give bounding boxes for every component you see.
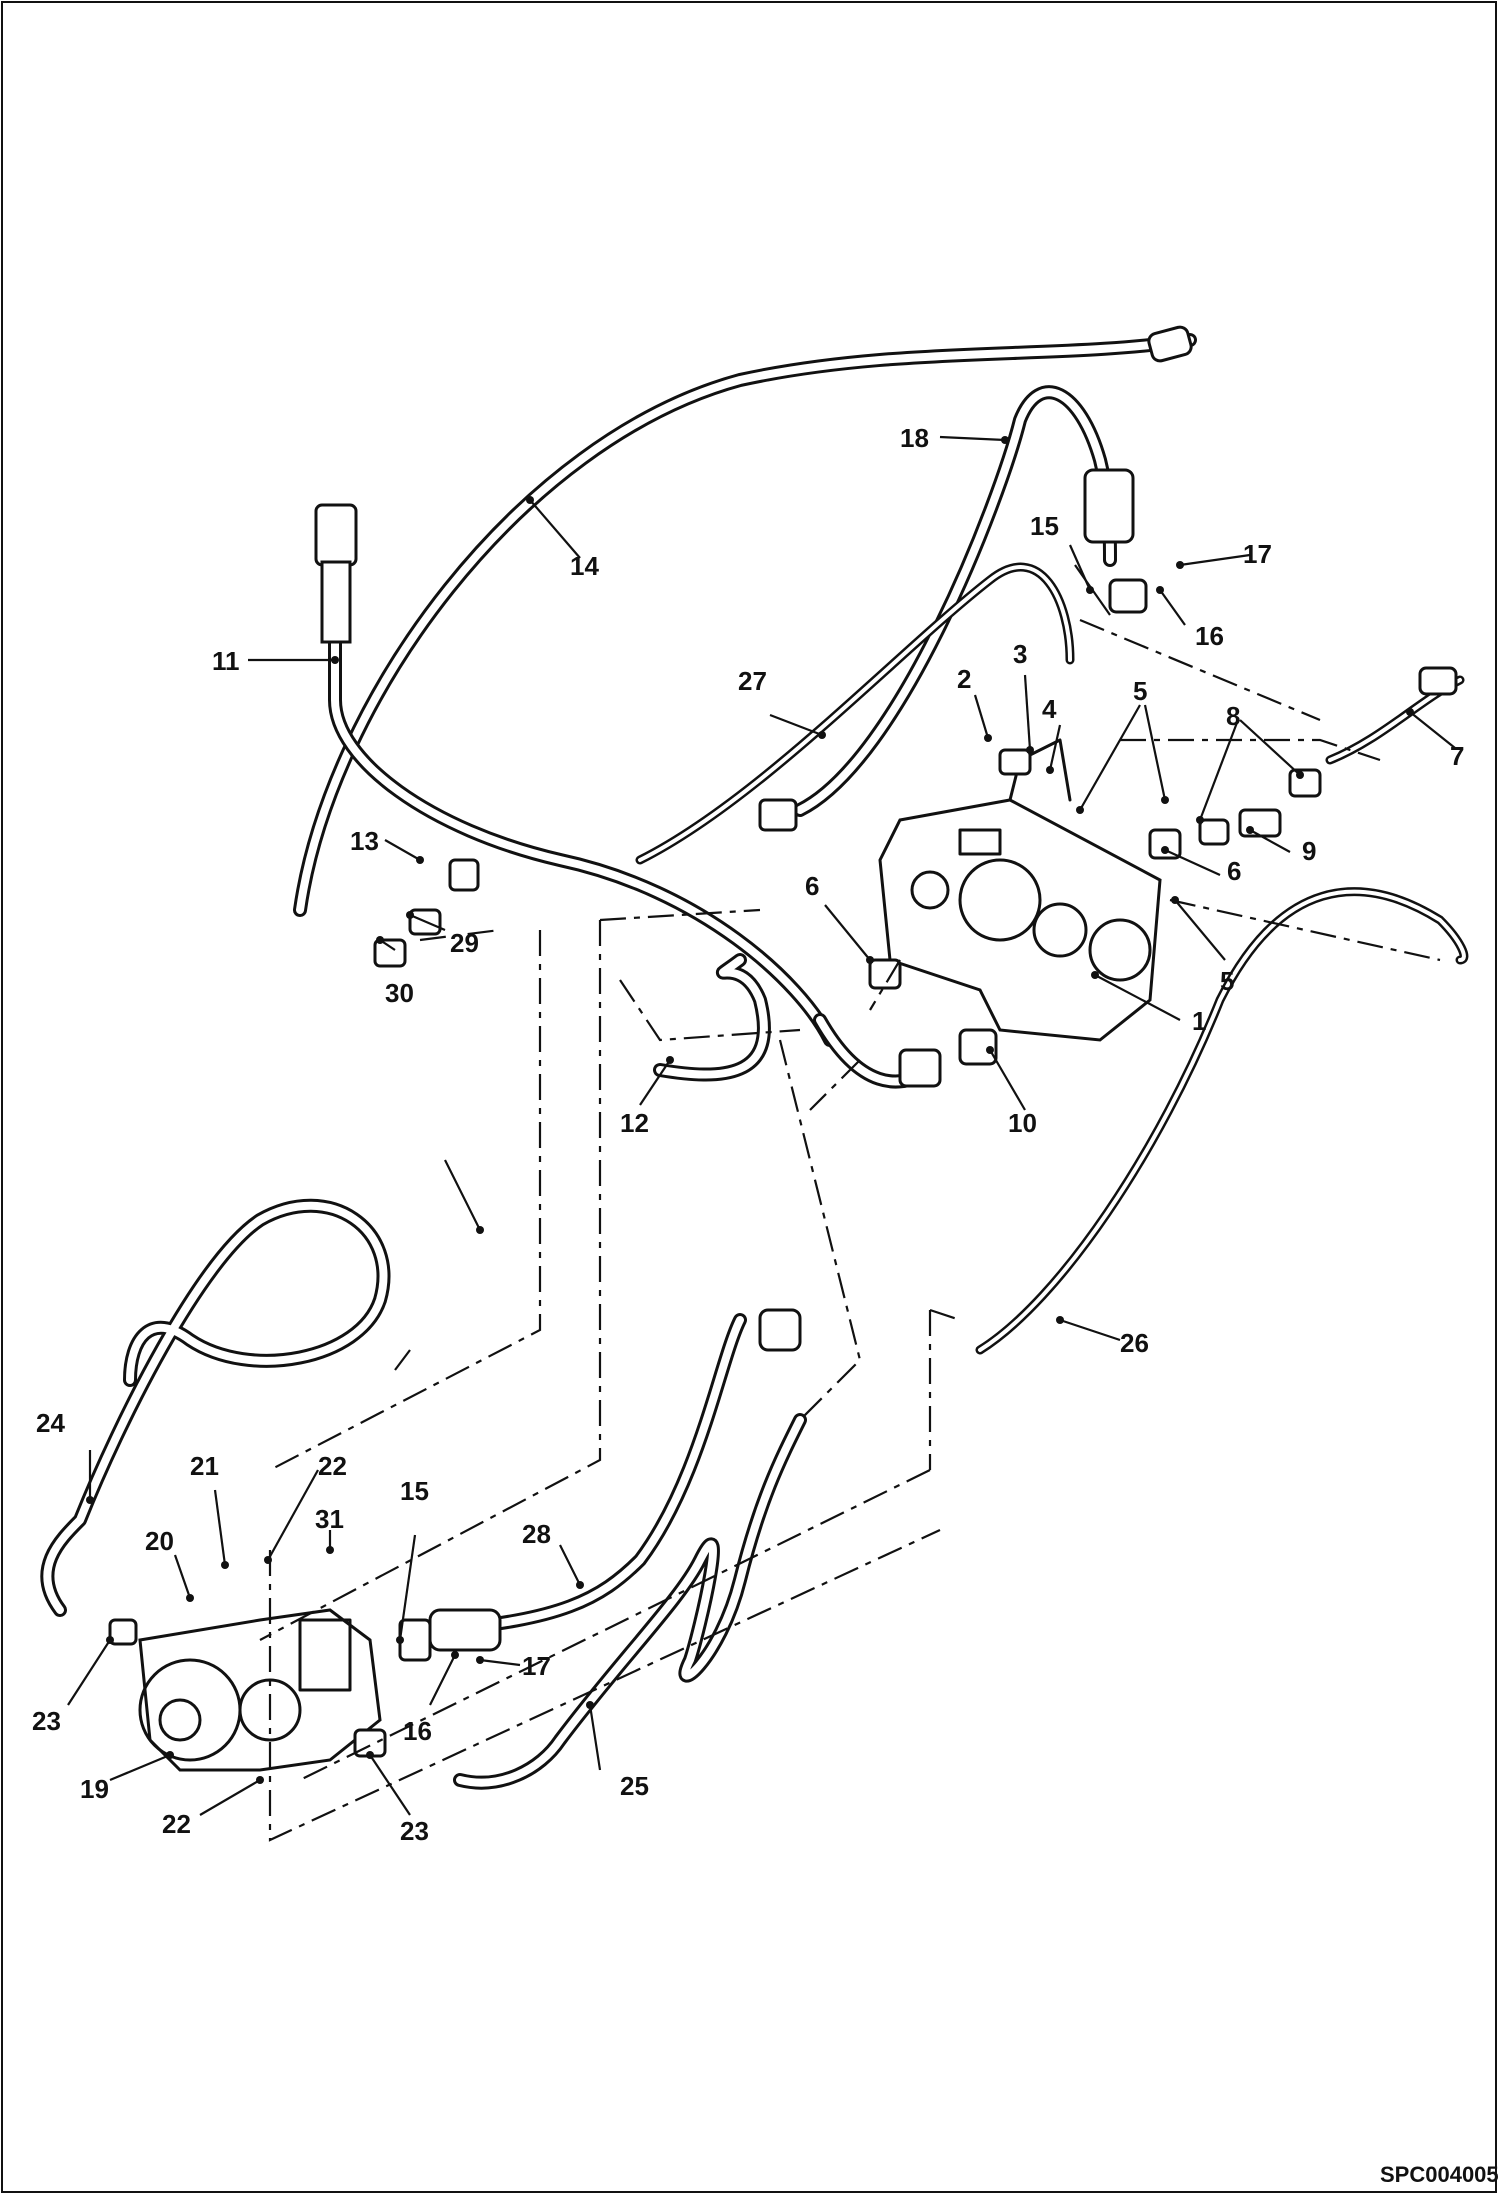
callout-2: 2	[957, 664, 971, 694]
callout-9: 9	[1302, 836, 1316, 866]
callout-3: 3	[1013, 639, 1027, 669]
callout-16b: 16	[403, 1716, 432, 1746]
callout-23b: 23	[400, 1816, 429, 1846]
alignment-lines	[259, 618, 1441, 1842]
hose-24	[40, 1198, 391, 1617]
callout-21: 21	[190, 1451, 219, 1481]
callout-24: 24	[36, 1408, 65, 1438]
callout-10: 10	[1008, 1108, 1037, 1138]
callout-7: 7	[1450, 741, 1464, 771]
callout-13: 13	[350, 826, 379, 856]
callout-20: 20	[145, 1526, 174, 1556]
callout-30: 30	[385, 978, 414, 1008]
callout-23a: 23	[32, 1706, 61, 1736]
hose-18	[793, 385, 1135, 817]
callout-6b: 6	[1227, 856, 1241, 886]
callout-1: 1	[1192, 1006, 1206, 1036]
hose-28	[428, 1313, 747, 1652]
callout-labels: 1 2 3 4 5 5 6 6 7 8 9 10 11 12 13 14 15 …	[32, 423, 1464, 1846]
callout-12: 12	[620, 1108, 649, 1138]
hose-25	[453, 1413, 807, 1790]
callout-25: 25	[620, 1771, 649, 1801]
hose-27	[635, 562, 1075, 865]
callout-6a: 6	[805, 871, 819, 901]
callout-28: 28	[522, 1519, 551, 1549]
callout-17b: 17	[522, 1651, 551, 1681]
callout-22b: 22	[162, 1809, 191, 1839]
callout-17a: 17	[1243, 539, 1272, 569]
pump-assembly	[878, 738, 1162, 1042]
leader-lines	[67, 435, 1456, 1816]
callout-5b: 5	[1220, 966, 1234, 996]
callout-19: 19	[80, 1774, 109, 1804]
callout-26: 26	[1120, 1328, 1149, 1358]
callout-14: 14	[570, 551, 599, 581]
hose-7	[1325, 666, 1465, 765]
motor-assembly	[138, 1608, 382, 1772]
callout-15a: 15	[1030, 511, 1059, 541]
callout-8: 8	[1226, 701, 1240, 731]
hose-12	[653, 953, 771, 1082]
callout-29: 29	[450, 928, 479, 958]
callout-22a: 22	[318, 1451, 347, 1481]
hose-11	[314, 503, 837, 1047]
callout-15b: 15	[400, 1476, 429, 1506]
drawing-code: SPC004005	[1380, 2162, 1498, 2187]
callout-11: 11	[212, 646, 240, 676]
hose-14	[293, 325, 1197, 917]
hose-26	[975, 887, 1469, 1355]
callout-31: 31	[315, 1504, 344, 1534]
callout-4: 4	[1042, 694, 1057, 724]
callout-16a: 16	[1195, 621, 1224, 651]
callout-27: 27	[738, 666, 767, 696]
callout-5a: 5	[1133, 676, 1147, 706]
callout-18: 18	[900, 423, 929, 453]
hose-10	[813, 1013, 942, 1089]
